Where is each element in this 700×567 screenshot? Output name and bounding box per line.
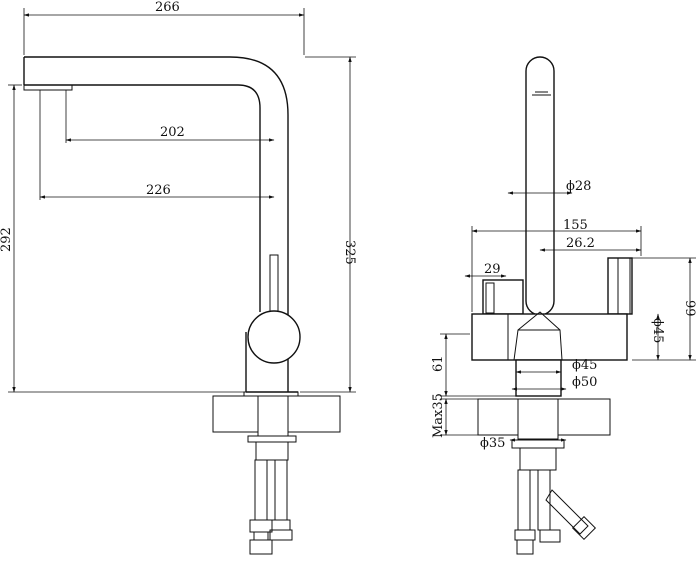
dim-label-202: 202 [160,125,185,140]
dim-height-spout: 292 [0,84,244,393]
dim-hole-diameter: ϕ35 [480,436,567,451]
dim-label-155: 155 [563,218,588,233]
dim-label-266: 266 [155,0,180,15]
dim-spout-diameter: ϕ28 [507,179,591,195]
dim-handle-height: 99 [632,257,697,361]
faucet-side-outline [23,56,301,397]
side-view: 266 202 226 292 325 [0,0,357,555]
front-mounting-hardware [511,439,597,555]
dim-label-29: 29 [484,262,501,277]
dim-label-26-2: 26.2 [566,236,595,251]
dim-label-phi28: ϕ28 [566,179,591,194]
dim-label-61: 61 [431,355,446,372]
dim-reach-outer: 226 [39,90,275,200]
dim-offset: 26.2 [539,236,642,252]
front-deck-section [477,398,611,440]
dim-label-max35: Max35 [431,393,446,438]
dim-reach-inner: 202 [65,90,275,143]
dim-handle: 29 [464,262,507,278]
dim-label-phi45-vertical: ϕ45 [650,318,665,343]
dim-width-total: 266 [23,0,305,55]
dim-base-diameter-outer: ϕ50 [511,375,597,391]
dim-body-width: 155 [471,218,642,312]
faucet-front-outline [471,56,633,397]
side-mounting-hardware [247,435,297,555]
dim-label-99: 99 [682,300,697,317]
lever-knob [247,310,301,364]
dim-body-diameter: ϕ45 [650,313,665,361]
dim-label-phi35: ϕ35 [480,436,505,451]
dim-base-diameter-inner: ϕ45 [515,358,597,374]
dim-label-325: 325 [342,240,357,265]
dim-label-292: 292 [0,227,14,252]
dim-label-phi45-base: ϕ45 [572,358,597,373]
deck-section [212,395,341,437]
dim-label-phi50: ϕ50 [572,375,597,390]
dim-body-height: 61 [431,333,516,397]
dim-label-226: 226 [146,183,171,198]
dim-deck-thickness: Max35 [431,393,478,438]
dim-height-total: 325 [300,56,357,393]
front-view: ϕ28 155 26.2 29 99 ϕ45 [431,56,697,555]
